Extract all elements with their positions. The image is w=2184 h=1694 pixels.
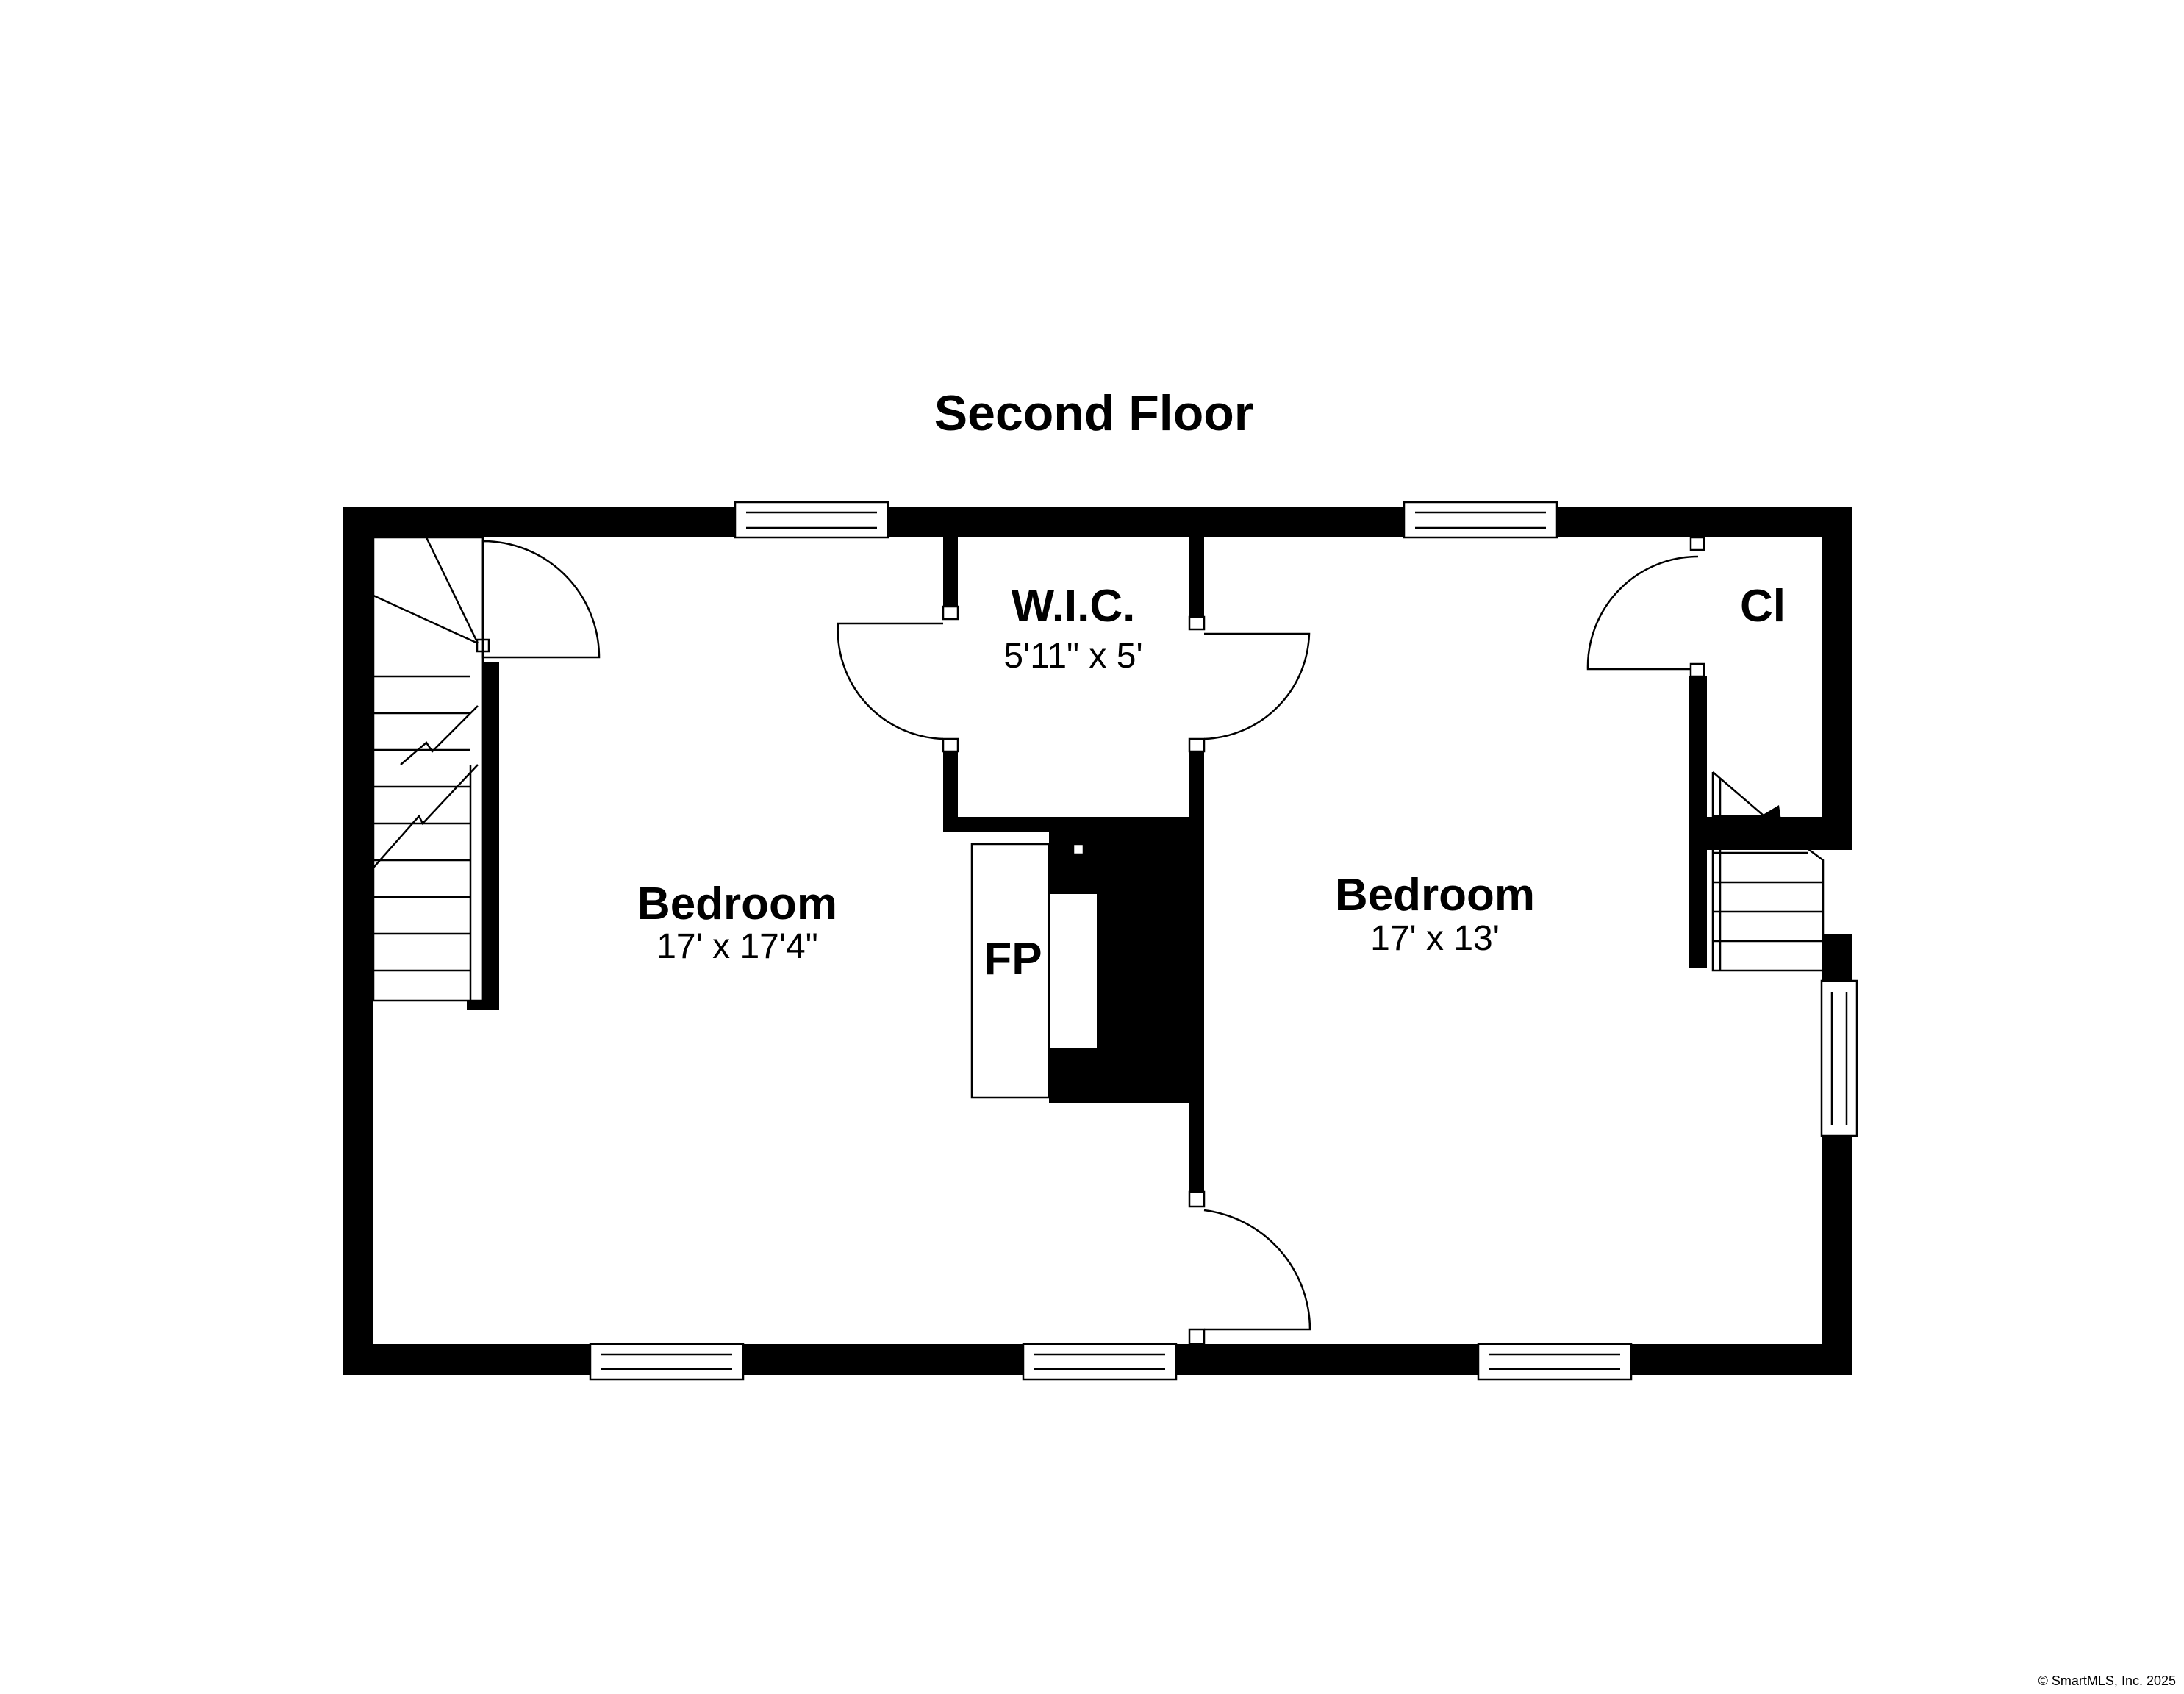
copyright-text: © SmartMLS, Inc. 2025: [2038, 1673, 2176, 1688]
staircase-left: [372, 536, 484, 1002]
window-top-left: [734, 501, 889, 539]
room-bedroom-left-name: Bedroom: [637, 879, 837, 929]
door-bedroom: [1188, 1190, 1311, 1345]
room-bedroom-right-name: Bedroom: [1335, 870, 1535, 921]
room-closet-name: Cl: [1740, 581, 1786, 632]
door-stair: [476, 540, 601, 659]
window-bottom-3: [1477, 1343, 1633, 1381]
room-closet: Cl: [1740, 581, 1786, 632]
floor-title: Second Floor: [934, 385, 1253, 441]
room-bedroom-right-dimensions: 17' x 13': [1370, 919, 1500, 958]
doors: [476, 536, 1705, 1345]
staircase-right: [1711, 771, 1825, 972]
windows: [589, 501, 1858, 1381]
room-wic-dimensions: 5'11" x 5': [1003, 637, 1142, 676]
room-bedroom-left: Bedroom 17' x 17'4": [637, 879, 837, 966]
room-wic: W.I.C. 5'11" x 5': [1003, 581, 1142, 676]
door-wic-right: [1188, 615, 1311, 753]
window-bottom-1: [589, 1343, 745, 1381]
room-bedroom-right: Bedroom 17' x 13': [1335, 870, 1535, 958]
window-right: [1820, 979, 1858, 1137]
fireplace: FP: [970, 818, 1189, 1103]
room-wic-name: W.I.C.: [1012, 581, 1136, 632]
room-bedroom-left-dimensions: 17' x 17'4": [656, 927, 818, 966]
window-top-right: [1403, 501, 1558, 539]
door-wic-left: [837, 605, 959, 753]
door-closet: [1586, 536, 1705, 678]
fireplace-label: FP: [984, 934, 1042, 984]
window-bottom-2: [1022, 1343, 1178, 1381]
